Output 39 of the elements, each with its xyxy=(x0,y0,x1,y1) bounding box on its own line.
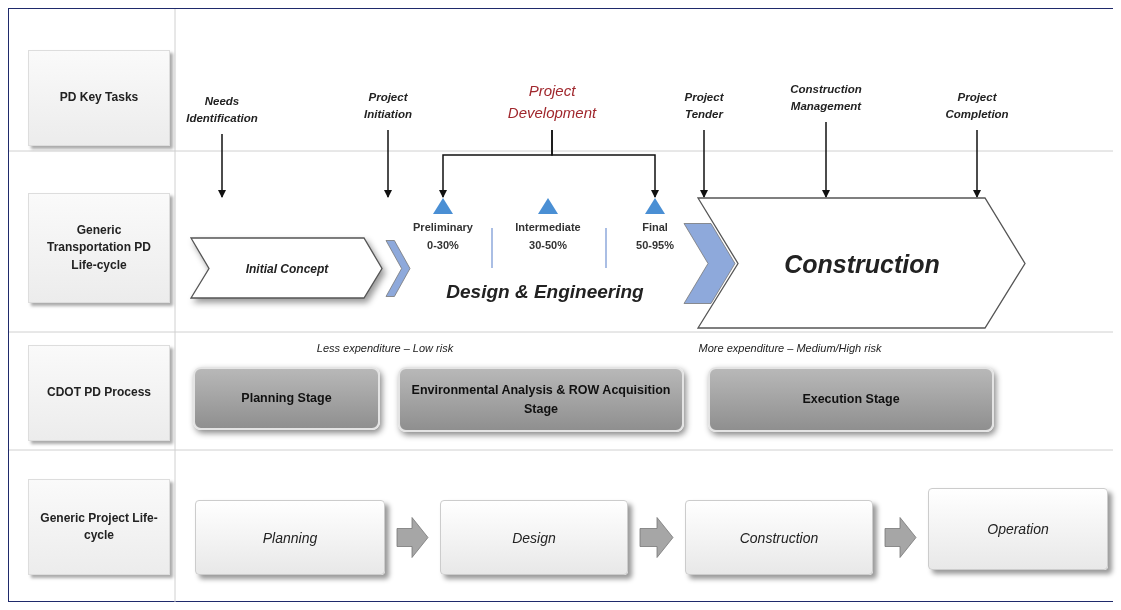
task-label: Project Development xyxy=(486,76,618,128)
task-label: Project Tender xyxy=(664,84,744,128)
phase-box: Construction xyxy=(685,500,873,575)
process-stage-box: Planning Stage xyxy=(193,367,380,430)
block-arrow xyxy=(884,517,917,558)
percent-label: 30-50% xyxy=(528,239,568,251)
process-stage-box: Environmental Analysis & ROW Acquisition Stage xyxy=(398,367,684,432)
arrow xyxy=(384,129,392,198)
phase-group-label: Design & Engineering xyxy=(445,280,645,304)
phase-label: Construction xyxy=(784,249,940,278)
process-stage-box: Execution Stage xyxy=(708,367,994,432)
phase-label: Initial Concept xyxy=(245,261,329,276)
task-label: Project Completion xyxy=(930,84,1024,128)
task-label: Needs Identification xyxy=(176,88,268,132)
arrow xyxy=(973,129,981,198)
note-label: Less expenditure – Low risk xyxy=(315,341,455,356)
arrow xyxy=(822,121,830,198)
milestone-label: Preliminary xyxy=(412,221,474,233)
row-header-box: Generic Transportation PD Life-cycle xyxy=(28,193,170,303)
block-arrow xyxy=(396,517,429,558)
milestone-label: Intermediate xyxy=(514,221,582,233)
arrow xyxy=(700,129,708,198)
block-arrow xyxy=(639,517,674,558)
phase-box: Design xyxy=(440,500,628,575)
percent-label: 0-30% xyxy=(426,239,460,251)
phase-box: Planning xyxy=(195,500,385,575)
milestone-label: Final xyxy=(641,221,669,233)
arrow xyxy=(218,133,226,198)
arrow xyxy=(551,129,659,198)
percent-label: 50-95% xyxy=(635,239,675,251)
row-header-box: Generic Project Life-cycle xyxy=(28,479,170,575)
row-header-box: CDOT PD Process xyxy=(28,345,170,441)
chevron-arrow xyxy=(385,240,411,297)
row-header-box: PD Key Tasks xyxy=(28,50,170,146)
phase-box: Operation xyxy=(928,488,1108,570)
note-label: More expenditure – Medium/High risk xyxy=(697,341,883,356)
task-label: Project Initiation xyxy=(346,84,430,128)
chevron-arrow xyxy=(683,223,736,304)
task-label: Construction Management xyxy=(770,76,882,120)
